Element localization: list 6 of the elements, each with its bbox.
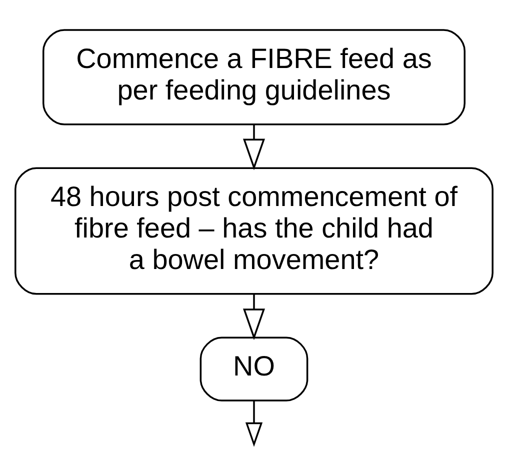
node-box: 48 hours post commencement of fibre feed – has the child had a bowel movement?: [14, 166, 494, 294]
node-box: Commence a FIBRE feed as per feeding guidelines: [42, 28, 466, 125]
arrow: [242, 124, 266, 170]
arrow: [242, 294, 266, 340]
arrow: [245, 400, 263, 446]
node-box: NO: [200, 336, 308, 401]
